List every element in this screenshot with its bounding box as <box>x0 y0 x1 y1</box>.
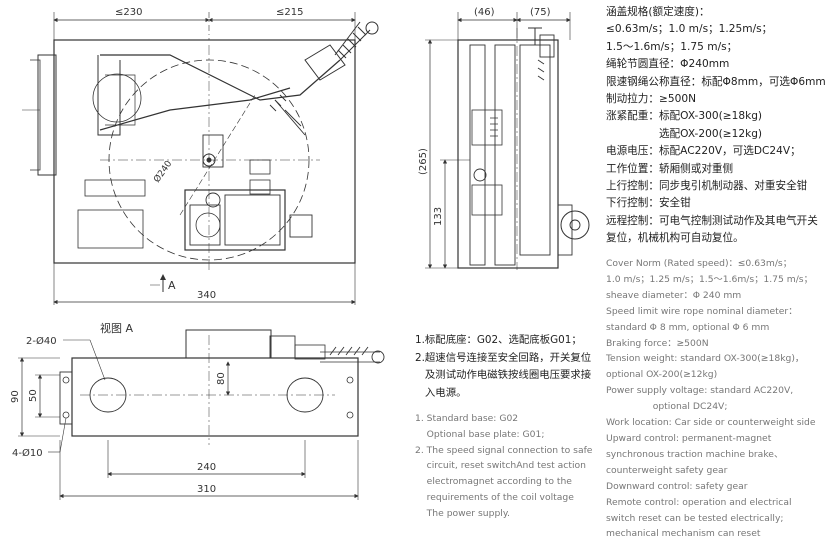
notes-cn: 1.标配底座：G02、选配底板G01； 2.超速信号连接至安全回路，开关复位 及… <box>415 332 605 402</box>
spec-cn-line: 下行控制：安全钳 <box>606 197 691 210</box>
dim-height: (265) <box>418 148 429 175</box>
dim-right-width: ≤215 <box>276 7 303 18</box>
notes-en: 1. Standard base: G02 Optional base plat… <box>415 411 605 522</box>
dim-310: 310 <box>197 484 216 495</box>
dim-hole-big: 2-Ø40 <box>26 335 57 347</box>
dim-lower: 133 <box>433 207 444 226</box>
note-en-line: Optional base plate: G01; <box>415 428 545 440</box>
spec-cn-line: 绳轮节圆直径：Φ240mm <box>606 58 730 71</box>
spec-cn-line: 1.5～1.6m/s；1.75 m/s； <box>606 40 738 53</box>
dim-total-width: 340 <box>197 290 216 301</box>
spec-cn-line: 涨紧配重：标配OX-300(≥18kg) <box>606 110 763 123</box>
view-a-title: 视图 A <box>100 321 133 335</box>
note-cn-line: 入电源。 <box>415 386 467 399</box>
dim-top-a: (46) <box>474 7 495 18</box>
spec-en-line: standard Φ 8 mm, optional Φ 6 mm <box>606 321 770 333</box>
spec-en-line: Speed limit wire rope nominal diameter： <box>606 305 798 317</box>
spec-en-line: optional OX-200(≥12kg) <box>606 369 718 381</box>
dim-240: 240 <box>197 462 216 473</box>
spec-cn-line: 制动拉力：≥500N <box>606 93 696 106</box>
spec-en-line: sheave diameter：Φ 240 mm <box>606 289 742 301</box>
note-en-line: 2. The speed signal connection to safe <box>415 444 593 456</box>
spec-en-line: Remote control: operation and electrical <box>606 496 792 508</box>
dim-sheave: Ø240 <box>151 158 174 184</box>
spec-en-line: Upward control: permanent-magnet <box>606 432 772 444</box>
spec-cn-line: 工作位置：轿厢侧或对重侧 <box>606 162 734 175</box>
dim-top-b: (75) <box>530 7 551 18</box>
spec-en-line: synchronous traction machine brake、 <box>606 448 784 460</box>
view-arrow-label: A <box>168 279 176 292</box>
specs-en: Cover Norm (Rated speed)：≤0.63m/s； 1.0 m… <box>606 256 824 542</box>
note-cn-line: 2.超速信号连接至安全回路，开关复位 <box>415 351 592 364</box>
front-view <box>22 12 379 305</box>
dim-h90: 90 <box>10 390 21 403</box>
side-view <box>425 12 590 270</box>
spec-en-line: Power supply voltage: standard AC220V, <box>606 385 794 397</box>
note-en-line: circuit, reset switchAnd test action <box>415 460 586 472</box>
dim-h50: 50 <box>28 389 39 402</box>
note-en-line: 1. Standard base: G02 <box>415 413 519 424</box>
spec-en-line: Braking force：≥500N <box>606 337 709 349</box>
spec-cn-line: 涵盖规格(额定速度)： <box>606 6 710 18</box>
spec-en-line: Cover Norm (Rated speed)：≤0.63m/s； <box>606 258 792 269</box>
specs-cn: 涵盖规格(额定速度)： ≤0.63m/s；1.0 m/s；1.25m/s； 1.… <box>606 4 825 248</box>
spec-cn-line: 复位，机械机构可自动复位。 <box>606 232 744 245</box>
note-en-line: requirements of the coil voltage <box>415 491 574 503</box>
note-cn-line: 1.标配底座：G02、选配底板G01； <box>415 334 582 346</box>
spec-en-line: Downward control: safety gear <box>606 480 748 492</box>
note-en-line: electromagnet according to the <box>415 476 572 488</box>
dim-left-width: ≤230 <box>115 7 142 18</box>
spec-en-line: mechanical mechanism can reset <box>606 528 761 540</box>
spec-cn-line: ≤0.63m/s；1.0 m/s；1.25m/s； <box>606 23 773 36</box>
note-en-line: The power supply. <box>415 507 510 519</box>
spec-en-line: switch reset can be tested electrically; <box>606 512 784 524</box>
spec-cn-line: 选配OX-200(≥12kg) <box>606 127 763 140</box>
spec-en-line: optional DC24V; <box>606 401 728 413</box>
spec-en-line: Tension weight: standard OX-300(≥18kg)， <box>606 353 805 365</box>
dim-hole-small: 4-Ø10 <box>12 447 43 459</box>
spec-cn-line: 上行控制：同步曳引机制动器、对重安全钳 <box>606 180 808 193</box>
spec-cn-line: 限速钢绳公称直径：标配Φ8mm，可选Φ6mm <box>606 75 825 88</box>
note-cn-line: 及测试动作电磁铁按线圈电压要求接 <box>415 369 592 382</box>
spec-cn-line: 电源电压：标配AC220V，可选DC24V； <box>606 145 801 158</box>
dim-v80: 80 <box>216 372 227 385</box>
spec-en-line: counterweight safety gear <box>606 464 728 476</box>
spec-en-line: 1.0 m/s；1.25 m/s；1.5～1.6m/s；1.75 m/s； <box>606 273 813 285</box>
spec-cn-line: 远程控制：可电气控制测试动作及其电气开关 <box>606 214 818 227</box>
view-a <box>18 329 385 500</box>
spec-en-line: Work location: Car side or counterweight… <box>606 417 816 429</box>
